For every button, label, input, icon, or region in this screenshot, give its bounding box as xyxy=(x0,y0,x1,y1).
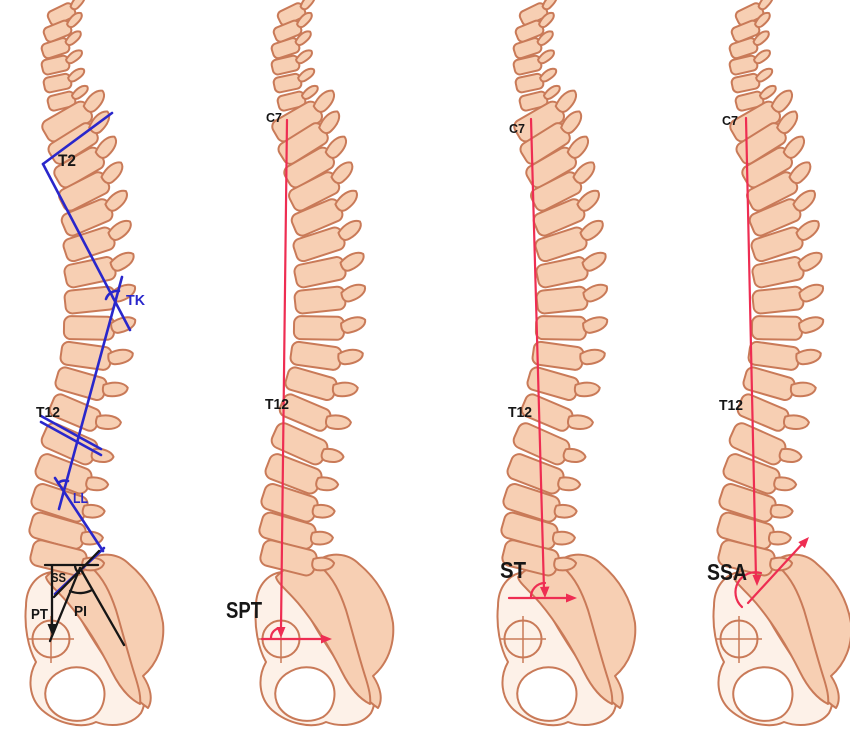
vertical-reference-arrowhead xyxy=(47,624,57,635)
ll-angle-arc xyxy=(56,479,70,485)
label-ll: LL xyxy=(73,490,88,507)
pi-line xyxy=(78,566,126,647)
ss-angle-arc xyxy=(73,563,81,575)
c7-plumb-line xyxy=(279,118,289,630)
label-t12: T12 xyxy=(719,397,743,414)
sacral-endplate-arrowhead xyxy=(798,537,809,549)
label-pt: PT xyxy=(31,606,48,623)
spt-angle-arc xyxy=(269,626,283,640)
c7-sacrum-arrowhead xyxy=(540,586,550,598)
c7-sacrum-line xyxy=(529,117,546,592)
t2-endplate-line xyxy=(41,111,114,166)
c7-plumb-arrowhead xyxy=(276,627,286,638)
spine-illustration xyxy=(255,0,393,725)
st-angle-arc xyxy=(529,581,547,600)
lordosis-line xyxy=(53,476,105,553)
spine-illustration xyxy=(713,0,850,725)
label-c7: C7 xyxy=(266,110,282,125)
kyphosis-line xyxy=(57,275,124,511)
label-t12: T12 xyxy=(36,404,60,421)
horizontal-arrowhead xyxy=(321,634,332,644)
panel-spt: C7 T12 SPT xyxy=(226,0,393,725)
pt-line xyxy=(48,566,82,643)
label-c7: C7 xyxy=(509,121,525,136)
label-spt: SPT xyxy=(226,597,262,623)
spine-illustration xyxy=(497,0,635,725)
label-t12: T12 xyxy=(508,404,532,421)
label-tk: TK xyxy=(126,292,145,309)
label-ss: SS xyxy=(51,570,66,585)
panel-st: C7 T12 ST xyxy=(497,0,635,725)
label-ssa: SSA xyxy=(707,559,747,585)
c7-sacrum-arrowhead xyxy=(752,575,762,586)
c7-sacrum-line xyxy=(744,116,758,580)
horizontal-arrowhead xyxy=(566,593,577,603)
label-t2: T2 xyxy=(58,151,76,170)
pi-angle-arc xyxy=(68,588,94,595)
panel-ssa: C7 T12 SSA xyxy=(707,0,850,725)
label-st: ST xyxy=(500,557,526,583)
ssa-angle-arc xyxy=(734,571,763,609)
label-t12: T12 xyxy=(265,396,289,413)
panel-pelvic-parameters: T2 TK T12 LL SS PT PI xyxy=(25,0,163,725)
t12-endplate-double-line xyxy=(39,414,103,457)
tk-angle-arc xyxy=(104,289,121,301)
sacral-endplate-arrow-line xyxy=(746,540,806,605)
label-pi: PI xyxy=(74,603,87,620)
label-c7: C7 xyxy=(722,113,738,128)
